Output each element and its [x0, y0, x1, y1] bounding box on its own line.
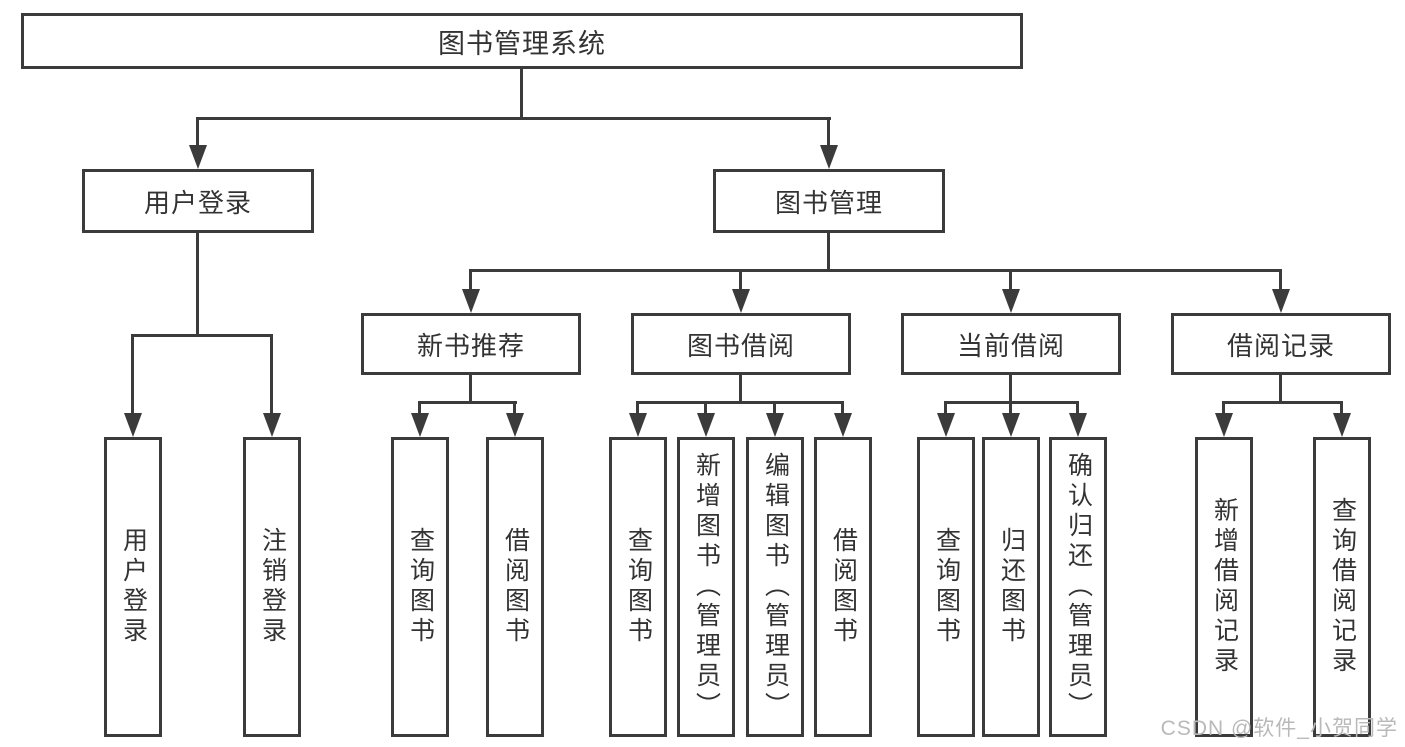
leaf-label: 新增图书（管理员）: [692, 452, 721, 722]
connector-vline: [196, 233, 199, 336]
arrowhead-down-icon: [820, 145, 838, 169]
connector-vline: [469, 375, 472, 404]
connector-vline: [773, 401, 776, 415]
node-label: 图书管理: [774, 187, 883, 218]
connector-vline: [1009, 375, 1012, 404]
arrowhead-down-icon: [697, 413, 715, 437]
arrowhead-down-icon: [462, 289, 480, 313]
connector-hline: [418, 401, 517, 404]
arrowhead-down-icon: [411, 413, 429, 437]
arrowhead-down-icon: [124, 413, 142, 437]
node-label: 新书推荐: [416, 330, 525, 361]
connector-vline: [418, 401, 421, 415]
arrowhead-down-icon: [1002, 413, 1020, 437]
leaf-label: 查询图书: [624, 527, 653, 647]
arrowhead-down-icon: [1069, 413, 1087, 437]
connector-vline: [1279, 375, 1282, 404]
leaf-query-book-recommend: 查询图书: [391, 437, 449, 737]
arrowhead-down-icon: [629, 413, 647, 437]
node-book-management: 图书管理: [713, 169, 945, 233]
leaf-return-book: 归还图书: [982, 437, 1040, 737]
leaf-label: 借阅图书: [501, 527, 530, 647]
connector-vline: [1279, 269, 1282, 291]
node-root-system: 图书管理系统: [21, 13, 1023, 69]
node-user-login: 用户登录: [82, 169, 314, 233]
connector-vline: [739, 269, 742, 291]
leaf-label: 查询图书: [406, 527, 435, 647]
node-current-borrow: 当前借阅: [901, 313, 1121, 375]
connector-hline: [131, 334, 273, 337]
leaf-label: 确认归还（管理员）: [1064, 452, 1093, 722]
csdn-watermark: CSDN @软件_小贺同学: [1160, 717, 1398, 740]
connector-vline: [270, 334, 273, 414]
node-new-book-recommend: 新书推荐: [361, 313, 581, 375]
node-label: 用户登录: [143, 187, 252, 218]
leaf-label: 编辑图书（管理员）: [761, 452, 790, 722]
connector-vline: [1009, 401, 1012, 415]
connector-vline: [944, 401, 947, 415]
connector-vline: [469, 269, 472, 291]
connector-vline: [131, 334, 134, 414]
leaf-borrow-book-recommend: 借阅图书: [486, 437, 544, 737]
node-label: 借阅记录: [1226, 330, 1335, 361]
leaf-label: 新增借阅记录: [1210, 497, 1239, 677]
connector-vline: [636, 401, 639, 415]
connector-vline: [1222, 401, 1225, 415]
connector-hline: [197, 117, 831, 120]
arrowhead-down-icon: [732, 289, 750, 313]
connector-vline: [739, 375, 742, 404]
leaf-label: 注销登录: [258, 527, 287, 647]
arrowhead-down-icon: [1002, 289, 1020, 313]
connector-vline: [196, 117, 199, 147]
arrowhead-down-icon: [263, 413, 281, 437]
leaf-user-login: 用户登录: [104, 437, 162, 737]
arrowhead-down-icon: [766, 413, 784, 437]
arrowhead-down-icon: [937, 413, 955, 437]
node-borrow-record: 借阅记录: [1171, 313, 1391, 375]
leaf-label: 查询图书: [932, 527, 961, 647]
leaf-edit-book-admin: 编辑图书（管理员）: [746, 437, 804, 737]
arrowhead-down-icon: [1333, 413, 1351, 437]
connector-hline: [1222, 401, 1343, 404]
arrowhead-down-icon: [506, 413, 524, 437]
leaf-query-book-borrow: 查询图书: [609, 437, 667, 737]
connector-hline: [636, 401, 844, 404]
connector-vline: [1009, 269, 1012, 291]
arrowhead-down-icon: [834, 413, 852, 437]
leaf-label: 查询借阅记录: [1328, 497, 1357, 677]
arrowhead-down-icon: [189, 145, 207, 169]
connector-vline: [827, 117, 830, 147]
leaf-label: 借阅图书: [829, 527, 858, 647]
node-label: 图书借阅: [686, 330, 795, 361]
connector-vline: [1340, 401, 1343, 415]
connector-vline: [513, 401, 516, 415]
leaf-label: 用户登录: [119, 527, 148, 647]
leaf-add-book-admin: 新增图书（管理员）: [677, 437, 735, 737]
leaf-query-borrow-record: 查询借阅记录: [1313, 437, 1371, 737]
connector-hline: [469, 269, 1282, 272]
leaf-confirm-return-admin: 确认归还（管理员）: [1049, 437, 1107, 737]
connector-vline: [520, 69, 523, 118]
node-label: 当前借阅: [956, 330, 1065, 361]
node-label: 图书管理系统: [438, 28, 606, 59]
connector-vline: [1076, 401, 1079, 415]
arrowhead-down-icon: [1215, 413, 1233, 437]
arrowhead-down-icon: [1272, 289, 1290, 313]
leaf-add-borrow-record: 新增借阅记录: [1195, 437, 1253, 737]
connector-vline: [827, 233, 830, 272]
leaf-logout: 注销登录: [243, 437, 301, 737]
connector-vline: [841, 401, 844, 415]
node-book-borrow: 图书借阅: [631, 313, 851, 375]
leaf-borrow-book: 借阅图书: [814, 437, 872, 737]
leaf-label: 归还图书: [997, 527, 1026, 647]
leaf-query-book-current: 查询图书: [917, 437, 975, 737]
connector-vline: [704, 401, 707, 415]
